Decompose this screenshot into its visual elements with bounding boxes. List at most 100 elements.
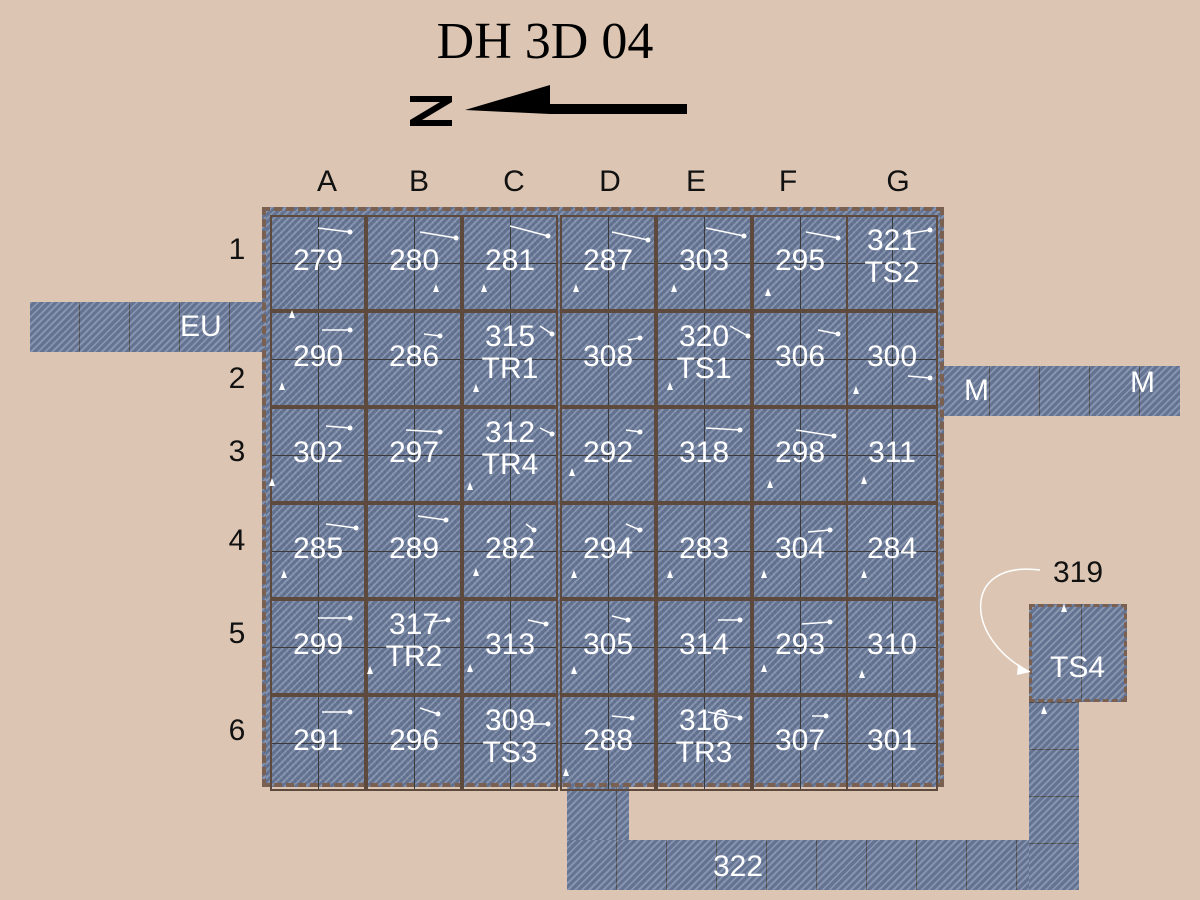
unit-number: 315 xyxy=(484,320,536,353)
arrow-head xyxy=(827,619,833,625)
unit-f2: 306 xyxy=(752,311,848,407)
unit-number: 301 xyxy=(866,724,918,757)
small-arrow-icon xyxy=(473,568,479,576)
unit-c5: 313 xyxy=(462,599,558,695)
unit-e1: 303 xyxy=(656,215,752,311)
small-arrow-icon xyxy=(767,480,773,488)
direction-arrow xyxy=(801,621,831,625)
direction-arrow xyxy=(527,619,547,625)
arrow-head xyxy=(347,615,353,621)
unit-number: 306 xyxy=(774,340,826,373)
small-arrow-icon xyxy=(667,382,673,390)
arrow-head xyxy=(347,425,353,431)
small-arrow-icon xyxy=(281,570,287,578)
trench-322: 322 xyxy=(567,840,1079,890)
unit-number: 285 xyxy=(292,532,344,565)
m-label-right: M xyxy=(1130,366,1155,399)
unit-sublabel: TS3 xyxy=(482,736,538,769)
small-arrow-icon xyxy=(433,284,439,292)
column-label-a: A xyxy=(316,165,337,198)
small-arrow-icon xyxy=(467,482,473,490)
row-label-5: 5 xyxy=(228,617,246,650)
direction-arrow xyxy=(705,427,741,431)
eu-strip: EU xyxy=(30,302,266,352)
unit-d3: 292 xyxy=(560,407,656,503)
arrow-head xyxy=(927,375,933,381)
row-label-1: 1 xyxy=(228,233,246,266)
unit-number: 292 xyxy=(582,436,634,469)
small-arrow-icon xyxy=(571,666,577,674)
small-arrow-icon xyxy=(859,670,865,678)
unit-number: 308 xyxy=(582,340,634,373)
unit-number: 296 xyxy=(388,724,440,757)
unit-number: 288 xyxy=(582,724,634,757)
trench-322-label: 322 xyxy=(713,850,764,883)
small-arrow-icon xyxy=(671,284,677,292)
small-arrow-icon xyxy=(1041,706,1047,714)
direction-arrow xyxy=(611,231,649,241)
unit-number: 298 xyxy=(774,436,826,469)
direction-arrow xyxy=(419,707,439,715)
arrow-head xyxy=(625,617,631,623)
unit-e3: 318 xyxy=(656,407,752,503)
arrow-head xyxy=(835,331,841,337)
unit-number: 300 xyxy=(866,340,918,373)
unit-number: 297 xyxy=(388,436,440,469)
direction-arrow xyxy=(325,523,357,529)
arrow-head xyxy=(545,233,551,239)
column-label-d: D xyxy=(599,165,621,198)
unit-number: 310 xyxy=(866,628,918,661)
small-arrow-icon xyxy=(861,476,867,484)
direction-arrow xyxy=(817,329,839,335)
small-arrow-icon xyxy=(473,384,479,392)
label-319: 319 xyxy=(1053,556,1104,589)
unit-b6: 296 xyxy=(366,695,462,791)
small-arrow-icon xyxy=(481,284,487,292)
unit-g2: 300 xyxy=(846,311,938,407)
arrow-head xyxy=(637,335,643,341)
small-arrow-icon xyxy=(367,666,373,674)
row-label-3: 3 xyxy=(228,435,246,468)
ts4-unit: TS4 xyxy=(1029,604,1127,702)
direction-arrow xyxy=(905,229,931,235)
arrow-head xyxy=(445,617,451,623)
small-arrow-icon xyxy=(269,478,275,486)
arrow-head xyxy=(545,721,551,727)
unit-number: 291 xyxy=(292,724,344,757)
direction-arrow xyxy=(805,231,839,239)
unit-f5: 293 xyxy=(752,599,848,695)
ts4-label: TS4 xyxy=(1050,651,1106,684)
eu-label: EU xyxy=(180,310,222,343)
column-label-e: E xyxy=(685,165,706,198)
unit-c1: 281 xyxy=(462,215,558,311)
unit-number: 283 xyxy=(678,532,730,565)
unit-g5: 310 xyxy=(846,599,938,695)
arrow-head xyxy=(831,433,837,439)
arrow-head xyxy=(637,527,643,533)
trench-322-stub xyxy=(567,787,629,847)
arrow-head xyxy=(737,715,743,721)
column-label-c: C xyxy=(503,165,525,198)
direction-arrow xyxy=(807,529,831,533)
unit-number: 318 xyxy=(678,436,730,469)
unit-a4: 285 xyxy=(270,503,366,599)
unit-number: 281 xyxy=(484,244,536,277)
unit-c4: 282 xyxy=(462,503,558,599)
map-title: DH 3D 04 xyxy=(436,13,654,70)
direction-arrow xyxy=(795,429,835,437)
north-arrow-icon xyxy=(410,85,687,126)
unit-number: 279 xyxy=(292,244,344,277)
arrow-head xyxy=(437,333,443,339)
column-label-g: G xyxy=(886,165,910,198)
unit-number: 289 xyxy=(388,532,440,565)
small-arrow-icon xyxy=(571,570,577,578)
direction-arrow xyxy=(417,515,447,521)
unit-number: 284 xyxy=(866,532,918,565)
arrow-head xyxy=(453,235,459,241)
